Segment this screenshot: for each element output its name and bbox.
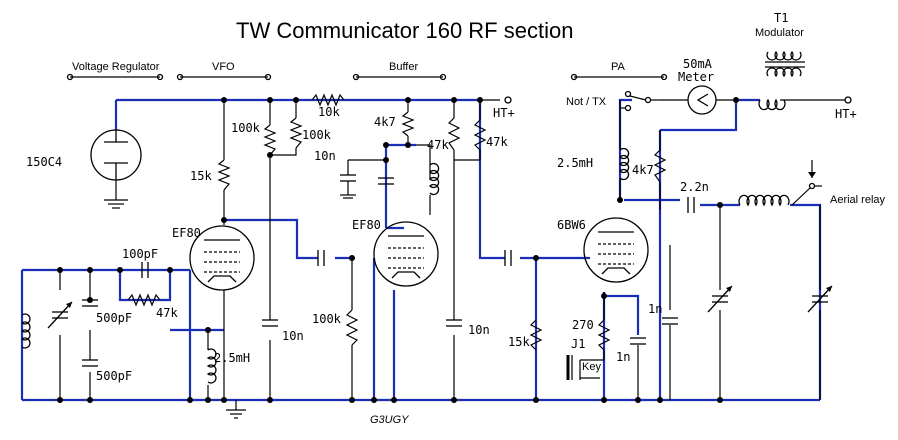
capacitor-2-2n bbox=[687, 197, 695, 213]
label-switch-not-tx: Not / TX bbox=[566, 96, 607, 108]
resistor-47k-a bbox=[447, 117, 461, 151]
modulator-label-line1: T1 bbox=[774, 11, 788, 25]
capacitor-1n-b bbox=[630, 337, 646, 345]
tube-label-150c4: 150C4 bbox=[26, 155, 62, 169]
capacitor-500pf-a bbox=[82, 299, 98, 307]
label-47k-a: 47k bbox=[427, 138, 449, 152]
voltage-regulator-label: Voltage Regulator bbox=[72, 61, 160, 73]
label-47k-b: 47k bbox=[486, 135, 508, 149]
capacitor-100pf bbox=[141, 262, 149, 278]
label-aerial-relay: Aerial relay bbox=[830, 194, 886, 206]
label-100k-c: 100k bbox=[312, 312, 342, 326]
resistors bbox=[127, 93, 667, 351]
tube-150c4 bbox=[90, 129, 142, 209]
capacitor-500pf-b bbox=[82, 359, 98, 367]
label-100pf: 100pF bbox=[122, 247, 158, 261]
ht-terminal-1 bbox=[504, 96, 512, 104]
resistor-4k7-b bbox=[653, 149, 667, 183]
capacitor-10n-b bbox=[262, 319, 278, 327]
capacitor-tuned-buffer bbox=[378, 177, 394, 185]
label-47k-c: 47k bbox=[156, 306, 178, 320]
label-15k-b: 15k bbox=[508, 335, 530, 349]
label-1n-b: 1n bbox=[616, 350, 630, 364]
resistor-15k-b bbox=[529, 319, 543, 351]
aerial-relay bbox=[791, 160, 822, 206]
label-ht-2: HT+ bbox=[835, 107, 857, 121]
label-15k-a: 15k bbox=[190, 169, 212, 183]
buffer-label: Buffer bbox=[389, 61, 418, 73]
section-buffer: Buffer bbox=[352, 61, 447, 81]
component-labels: 150C4 EF80 EF80 6BW6 10k 100k 100k 4k7 4… bbox=[26, 96, 886, 426]
variable-capacitor-pa-2 bbox=[807, 285, 833, 313]
modulator-label-line2: Modulator bbox=[755, 27, 804, 39]
tube-ef80-buffer bbox=[373, 221, 439, 287]
ht-terminal-2 bbox=[844, 96, 852, 104]
resistor-100k-c bbox=[345, 309, 359, 346]
label-2-5mh-a: 2.5mH bbox=[214, 351, 250, 365]
label-jack-j1: J1 bbox=[571, 337, 585, 351]
tube-6bw6 bbox=[583, 217, 649, 283]
capacitor-buffer-coupling bbox=[504, 250, 512, 266]
label-10n-b: 10n bbox=[282, 329, 304, 343]
key-jack bbox=[566, 355, 604, 380]
resistor-47k-c bbox=[127, 293, 161, 307]
credit-text: G3UGY bbox=[370, 414, 409, 426]
diagram-title: TW Communicator 160 RF section bbox=[236, 18, 573, 43]
tube-label-ef80-vfo: EF80 bbox=[172, 226, 201, 240]
label-500pf-a: 500pF bbox=[96, 311, 132, 325]
pa-label: PA bbox=[611, 61, 626, 73]
label-4k7-b: 4k7 bbox=[632, 163, 654, 177]
junction-dots bbox=[57, 97, 739, 403]
section-voltage-regulator: Voltage Regulator bbox=[66, 61, 164, 81]
label-10k: 10k bbox=[318, 105, 340, 119]
tube-label-6bw6: 6BW6 bbox=[557, 218, 586, 232]
label-2-2n: 2.2n bbox=[680, 180, 709, 194]
switch-not-tx bbox=[620, 90, 660, 112]
capacitor-10n-a bbox=[340, 174, 356, 199]
section-pa: PA bbox=[570, 61, 668, 81]
resistor-10k bbox=[311, 93, 345, 107]
resistor-100k-a bbox=[263, 124, 277, 156]
capacitor-1n-a bbox=[662, 317, 678, 325]
label-10n-c: 10n bbox=[468, 323, 490, 337]
tube-ef80-vfo bbox=[189, 225, 255, 291]
label-key: Key bbox=[582, 361, 601, 373]
modulator-transformer bbox=[765, 50, 805, 78]
meter-label-line2: Meter bbox=[678, 70, 714, 84]
inductor-modulator bbox=[758, 98, 786, 111]
inductor-2-5mh-b bbox=[619, 147, 630, 181]
label-2-5mh-b: 2.5mH bbox=[557, 156, 593, 170]
capacitor-10n-c bbox=[446, 319, 462, 327]
resistor-270 bbox=[597, 319, 611, 351]
capacitor-vfo-coupling bbox=[317, 250, 325, 266]
resistor-47k-b bbox=[454, 119, 487, 161]
variable-capacitor-pa-1 bbox=[707, 285, 733, 313]
inductor-aerial bbox=[738, 194, 790, 207]
label-500pf-b: 500pF bbox=[96, 369, 132, 383]
label-ht-1: HT+ bbox=[493, 106, 515, 120]
label-4k7-a: 4k7 bbox=[374, 115, 396, 129]
capacitors bbox=[47, 174, 833, 367]
label-270: 270 bbox=[572, 318, 594, 332]
label-100k-b: 100k bbox=[302, 128, 332, 142]
inductor-2-5mh-a bbox=[206, 348, 217, 384]
vfo-label: VFO bbox=[212, 61, 235, 73]
resistor-100k-b bbox=[289, 117, 303, 149]
variable-capacitor-vfo bbox=[47, 301, 73, 329]
resistor-15k-a bbox=[217, 159, 231, 191]
resistor-4k7-a bbox=[401, 111, 415, 137]
section-vfo: VFO bbox=[176, 61, 272, 81]
meter bbox=[660, 85, 736, 115]
ground-symbol bbox=[226, 409, 246, 419]
label-1n-a: 1n bbox=[648, 302, 662, 316]
inductor-buffer-tank bbox=[429, 162, 440, 196]
label-10n-a: 10n bbox=[314, 149, 336, 163]
black-wiring bbox=[59, 99, 845, 410]
meter-label-line1: 50mA bbox=[683, 57, 713, 71]
tube-label-ef80-buffer: EF80 bbox=[352, 218, 381, 232]
inductors bbox=[20, 98, 790, 384]
label-100k-a: 100k bbox=[231, 121, 261, 135]
inductor-vfo-tank bbox=[20, 313, 31, 349]
